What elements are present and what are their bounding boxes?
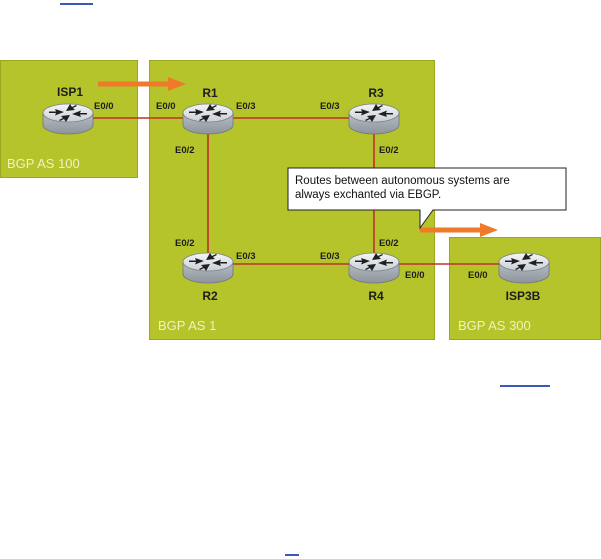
callout-line-1: Routes between autonomous systems are — [295, 175, 510, 187]
iface-r1-e00: E0/0 — [156, 101, 176, 112]
iface-r4-e02: E0/2 — [379, 238, 399, 249]
arrow-r4-to-isp3b — [420, 223, 498, 237]
hyperlink-underline-top[interactable] — [60, 3, 93, 5]
as-1-label: BGP AS 1 — [158, 318, 217, 333]
as-100-box: BGP AS 100 — [0, 60, 138, 178]
callout-bubble — [287, 167, 567, 230]
as-100-label: BGP AS 100 — [7, 156, 80, 171]
router-r3 — [348, 103, 400, 135]
router-r4 — [348, 252, 400, 284]
iface-r2-e03: E0/3 — [236, 251, 256, 262]
router-r4-name: R4 — [368, 289, 384, 303]
router-r1-name: R1 — [202, 86, 218, 100]
hyperlink-underline-right[interactable] — [500, 385, 550, 387]
callout-line-2: always exchanted via EBGP. — [295, 189, 442, 201]
as-300-label: BGP AS 300 — [458, 318, 531, 333]
iface-isp3b-e00: E0/0 — [468, 270, 488, 281]
arrow-isp1-to-r1 — [98, 77, 186, 91]
router-isp3b-name: ISP3B — [505, 289, 541, 303]
iface-r4-e00: E0/0 — [405, 270, 425, 281]
hyperlink-underline-bottom[interactable] — [285, 554, 299, 556]
router-isp1-name: ISP1 — [56, 85, 83, 99]
iface-isp1-e00: E0/0 — [94, 101, 114, 112]
router-r2-name: R2 — [202, 289, 218, 303]
iface-r1-e02: E0/2 — [175, 145, 195, 156]
iface-r3-e02: E0/2 — [379, 145, 399, 156]
iface-r4-e03: E0/3 — [320, 251, 340, 262]
router-r3-name: R3 — [368, 86, 384, 100]
router-isp1 — [42, 103, 94, 135]
router-r2 — [182, 252, 234, 284]
iface-r1-e03: E0/3 — [236, 101, 256, 112]
router-r1 — [182, 103, 234, 135]
callout-text: Routes between autonomous systems are al… — [295, 174, 510, 202]
iface-r2-e02: E0/2 — [175, 238, 195, 249]
router-isp3b — [498, 252, 550, 284]
iface-r3-e03: E0/3 — [320, 101, 340, 112]
